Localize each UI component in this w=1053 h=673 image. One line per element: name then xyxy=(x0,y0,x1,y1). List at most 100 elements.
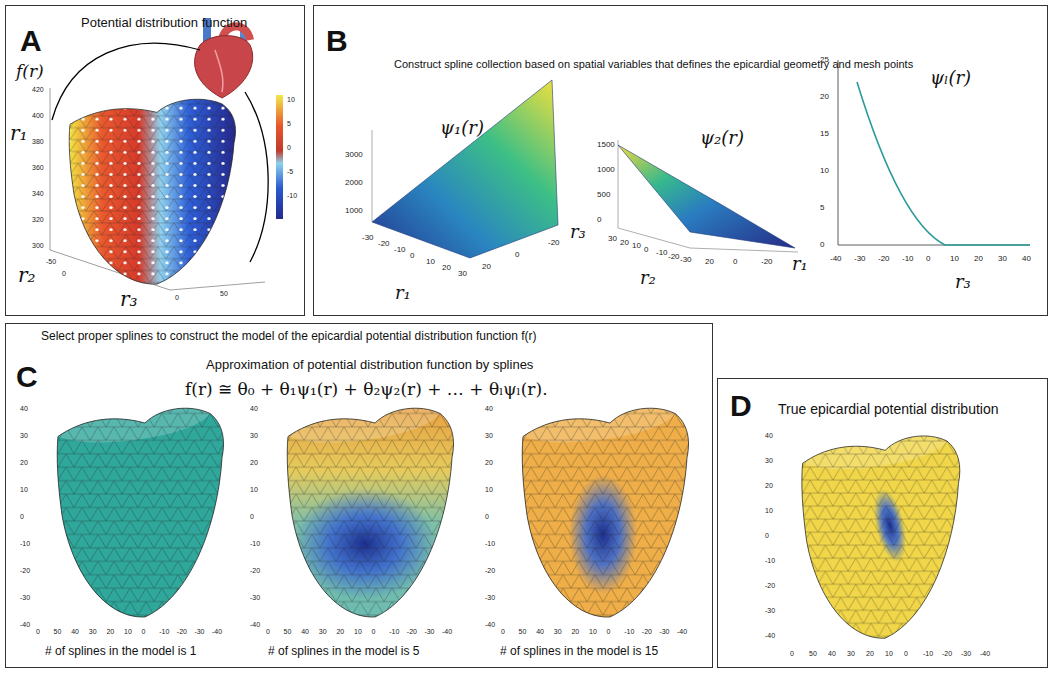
tick-label: 20 xyxy=(705,257,714,266)
tick-label: 50 xyxy=(809,650,817,658)
tick-label: 30 xyxy=(485,432,493,440)
colorbar xyxy=(276,95,283,219)
tick-label: 0 xyxy=(607,628,611,636)
tick-label: -20 xyxy=(765,582,775,590)
tick-label: -20 xyxy=(668,252,680,261)
formula: f(r) ≅ θ₀ + θ₁ψ₁(r) + θ₂ψ₂(r) + … + θₗψₗ… xyxy=(185,380,548,400)
panel: APotential distribution function xyxy=(5,5,305,316)
tick-label: 380 xyxy=(32,138,44,146)
tick-label: 40 xyxy=(20,405,28,413)
mesh-lines xyxy=(50,400,230,621)
tick-label: 40 xyxy=(536,628,544,636)
tick-label: 1000 xyxy=(345,206,363,215)
tick-label: 360 xyxy=(32,164,44,172)
pointer-arc xyxy=(245,92,268,262)
panel-letter: C xyxy=(16,360,38,395)
surface xyxy=(618,145,795,248)
tick-label: 40 xyxy=(828,650,836,658)
tick-label: -10 xyxy=(159,628,169,636)
tick-label: 500 xyxy=(597,190,610,199)
axis-line xyxy=(618,228,690,248)
tick-label: 40 xyxy=(1022,254,1031,263)
tick-label: -10 xyxy=(902,254,914,263)
tick-label: 10 xyxy=(632,241,641,250)
tick-label: -10 xyxy=(485,540,495,548)
tick-label: 320 xyxy=(32,216,44,224)
surface xyxy=(372,80,558,258)
tick-label: 25 xyxy=(820,55,829,64)
tick-label: 0 xyxy=(926,254,930,263)
tick-label: -40 xyxy=(20,621,30,629)
axis-label: r₁ xyxy=(395,283,411,304)
tick-label: -40 xyxy=(485,621,495,629)
mesh-5-splines xyxy=(280,400,460,621)
tick-label: -40 xyxy=(677,628,687,636)
tick-label: 10 xyxy=(426,257,435,266)
axis-label: r₁ xyxy=(10,122,28,145)
tick-label: 40 xyxy=(485,405,493,413)
true-mesh xyxy=(795,428,966,642)
tick-label: 20 xyxy=(620,238,629,247)
tick-label: 50 xyxy=(54,628,62,636)
tick-label: 3000 xyxy=(345,150,363,159)
tick-label: 30 xyxy=(998,254,1007,263)
tick-label: 10 xyxy=(820,166,829,175)
heart-detail xyxy=(215,50,223,92)
tick-label: -20 xyxy=(548,238,560,247)
tick-label: -20 xyxy=(407,628,417,636)
tick-label: 1500 xyxy=(597,140,615,149)
tick-label: -10 xyxy=(250,540,260,548)
tick-label: -10 xyxy=(287,192,297,200)
tick-label: -20 xyxy=(177,628,187,636)
axis-label: r₂ xyxy=(18,264,36,287)
tick-label: 20 xyxy=(571,628,579,636)
axis-line xyxy=(372,130,373,222)
tick-label: -10 xyxy=(394,245,406,254)
mesh-lines xyxy=(280,400,460,621)
tick-label: 40 xyxy=(71,628,79,636)
panel-title: Select proper splines to construct the m… xyxy=(41,330,701,344)
tick-label: 0 xyxy=(644,245,648,254)
axis-line xyxy=(170,282,265,290)
tick-label: 20 xyxy=(482,262,491,271)
tick-label: 30 xyxy=(250,432,258,440)
tick-label: -30 xyxy=(854,254,866,263)
tick-label: -20 xyxy=(942,650,952,658)
tick-label: 50 xyxy=(220,290,228,298)
tick-label: 5 xyxy=(820,203,824,212)
tick-label: -30 xyxy=(362,233,374,242)
axis-line xyxy=(838,60,839,245)
tick-label: 0 xyxy=(266,628,270,636)
tick-label: 10 xyxy=(885,650,893,658)
tick-label: 30 xyxy=(847,650,855,658)
tick-label: -20 xyxy=(878,254,890,263)
tick-label: -10 xyxy=(20,540,30,548)
tick-label: 10 xyxy=(589,628,597,636)
tick-label: 340 xyxy=(32,190,44,198)
tick-label: 420 xyxy=(32,86,44,94)
tick-label: 20 xyxy=(20,459,28,467)
tick-label: -30 xyxy=(659,628,669,636)
axis-label: ψ₂(r) xyxy=(700,128,744,149)
tick-label: 20 xyxy=(106,628,114,636)
tick-label: 10 xyxy=(485,486,493,494)
tick-label: 40 xyxy=(765,432,773,440)
tick-label: 0 xyxy=(820,240,824,249)
tick-label: 10 xyxy=(950,254,959,263)
tick-label: 0 xyxy=(733,257,737,266)
tick-label: 40 xyxy=(250,405,258,413)
tick-label: 0 xyxy=(410,251,414,260)
tick-label: -40 xyxy=(980,650,990,658)
tick-label: 20 xyxy=(820,92,829,101)
mesh-outline xyxy=(69,99,235,284)
tick-label: 15 xyxy=(820,129,829,138)
caption: # of splines in the model is 1 xyxy=(45,645,196,659)
tick-label: 10 xyxy=(250,486,258,494)
spline-curve-plot xyxy=(838,60,1030,245)
tick-label: -20 xyxy=(20,567,30,575)
tick-label: -30 xyxy=(485,594,495,602)
tick-label: 30 xyxy=(458,269,467,278)
panel-title: Potential distribution function xyxy=(81,16,247,31)
axis-label: f(r) xyxy=(16,62,44,82)
panel-title: Approximation of potential distribution … xyxy=(206,358,533,373)
